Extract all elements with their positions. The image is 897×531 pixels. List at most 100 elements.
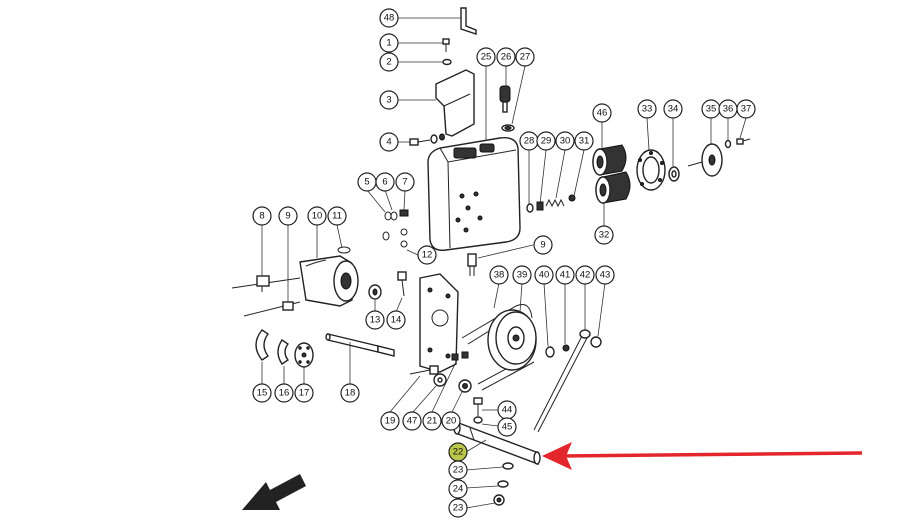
bracket-48 xyxy=(398,7,477,35)
bolt-1 xyxy=(398,38,450,52)
svg-text:19: 19 xyxy=(385,416,396,427)
svg-text:23: 23 xyxy=(453,465,464,476)
pin-41 xyxy=(562,283,570,352)
svg-text:8: 8 xyxy=(259,211,264,222)
reservoir-tank-25 xyxy=(427,66,521,251)
cover-plate-3 xyxy=(398,69,475,137)
washer-2 xyxy=(398,58,452,66)
svg-text:41: 41 xyxy=(560,270,571,281)
svg-text:31: 31 xyxy=(579,136,590,147)
nut-23-lower xyxy=(465,494,505,509)
bolt-4 xyxy=(398,133,445,146)
svg-text:2: 2 xyxy=(386,57,391,68)
tie-rod-42 xyxy=(533,283,591,433)
main-shaft-22 xyxy=(453,420,541,466)
callout-42: 42 xyxy=(575,265,595,285)
callout-27: 27 xyxy=(515,47,535,67)
nut-43 xyxy=(590,282,606,348)
callout-17: 17 xyxy=(294,383,314,403)
svg-text:26: 26 xyxy=(501,52,512,63)
svg-text:21: 21 xyxy=(427,416,438,427)
washer-24 xyxy=(465,480,509,489)
nut-21 xyxy=(431,351,469,413)
direction-arrow xyxy=(242,474,306,510)
svg-text:34: 34 xyxy=(668,104,679,115)
svg-text:43: 43 xyxy=(600,270,611,281)
svg-text:20: 20 xyxy=(446,416,457,427)
svg-text:10: 10 xyxy=(312,211,323,222)
svg-text:3: 3 xyxy=(386,95,391,106)
callout-40: 40 xyxy=(534,265,554,285)
callout-23-lower: 23 xyxy=(448,498,468,518)
svg-text:29: 29 xyxy=(541,136,552,147)
svg-text:45: 45 xyxy=(502,422,513,433)
washer-36 xyxy=(724,118,732,149)
callout-36: 36 xyxy=(718,99,738,119)
svg-text:30: 30 xyxy=(560,136,571,147)
svg-text:42: 42 xyxy=(580,270,591,281)
callout-39: 39 xyxy=(512,265,532,285)
callout-20: 20 xyxy=(441,411,461,431)
callout-35: 35 xyxy=(701,99,721,119)
svg-text:12: 12 xyxy=(422,250,433,261)
callout-24: 24 xyxy=(448,479,468,499)
svg-text:28: 28 xyxy=(524,136,535,147)
clip-15 xyxy=(255,329,269,384)
relief-valve-parts xyxy=(526,149,585,213)
fitting-9-lower xyxy=(282,225,294,311)
callout-28: 28 xyxy=(519,131,539,151)
callout-13: 13 xyxy=(365,310,385,330)
callout-31: 31 xyxy=(574,131,594,151)
svg-text:40: 40 xyxy=(539,270,550,281)
svg-text:38: 38 xyxy=(494,270,505,281)
washer-34 xyxy=(668,118,680,182)
callout-7: 7 xyxy=(395,172,415,192)
callout-16: 16 xyxy=(274,383,294,403)
svg-text:32: 32 xyxy=(599,230,610,241)
svg-text:14: 14 xyxy=(391,315,402,326)
callout-18: 18 xyxy=(340,383,360,403)
callout-15: 15 xyxy=(252,383,272,403)
callout-23-upper: 23 xyxy=(448,460,468,480)
svg-text:5: 5 xyxy=(364,177,369,188)
svg-text:7: 7 xyxy=(402,177,407,188)
callout-22-highlighted: 22 xyxy=(448,442,468,462)
callout-29: 29 xyxy=(536,131,556,151)
seal-27 xyxy=(501,65,526,132)
svg-text:15: 15 xyxy=(257,388,268,399)
callout-43: 43 xyxy=(595,265,615,285)
svg-text:17: 17 xyxy=(299,388,310,399)
seal-11 xyxy=(336,224,351,254)
clip-16 xyxy=(277,339,290,384)
svg-text:24: 24 xyxy=(453,484,464,495)
callout-37: 37 xyxy=(736,99,756,119)
svg-text:16: 16 xyxy=(279,388,290,399)
callout-8: 8 xyxy=(252,206,272,226)
callout-4: 4 xyxy=(379,132,399,152)
callout-45: 45 xyxy=(497,417,517,437)
svg-text:35: 35 xyxy=(706,104,717,115)
callout-41: 41 xyxy=(555,265,575,285)
callout-19: 19 xyxy=(380,411,400,431)
callout-9-lower: 9 xyxy=(278,206,298,226)
callout-2: 2 xyxy=(379,52,399,72)
svg-text:9: 9 xyxy=(285,211,290,222)
callout-32: 32 xyxy=(594,225,614,245)
svg-text:46: 46 xyxy=(597,108,608,119)
svg-text:1: 1 xyxy=(386,38,391,49)
callout-26: 26 xyxy=(496,47,516,67)
callout-5: 5 xyxy=(357,172,377,192)
callout-25: 25 xyxy=(476,47,496,67)
bolt-14 xyxy=(395,271,407,313)
svg-text:18: 18 xyxy=(345,388,356,399)
svg-text:6: 6 xyxy=(382,177,387,188)
svg-text:13: 13 xyxy=(370,315,381,326)
callout-6: 6 xyxy=(375,172,395,192)
washer-45 xyxy=(473,416,499,427)
callout-10: 10 xyxy=(307,206,327,226)
fitting-9-upper xyxy=(467,244,534,276)
svg-text:23: 23 xyxy=(453,503,464,514)
svg-text:37: 37 xyxy=(741,104,752,115)
